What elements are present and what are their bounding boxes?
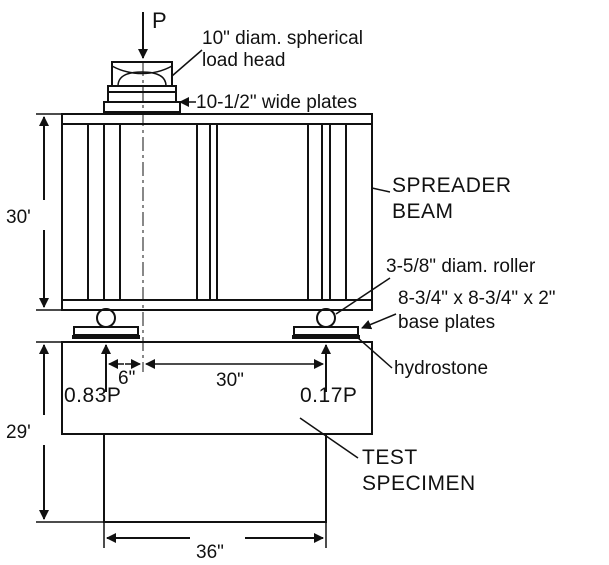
specimen-height-dimension (36, 341, 104, 523)
offset-label: 6" (118, 368, 135, 389)
load-head-leader (171, 49, 203, 77)
base-plates-label-line2: base plates (398, 312, 495, 333)
beam-leader (371, 187, 391, 193)
beam-height-dimension (36, 113, 62, 311)
roller-label: 3-5/8" diam. roller (386, 256, 536, 277)
reaction-right-label: 0.17P (300, 384, 357, 407)
load-head-label-line1: 10" diam. spherical (202, 28, 363, 49)
beam-label-line2: BEAM (392, 200, 454, 223)
spherical-load-head (107, 61, 177, 93)
specimen-width-dimension (103, 522, 327, 548)
beam-label-line1: SPREADER (392, 174, 512, 197)
hydrostone-label: hydrostone (394, 358, 488, 379)
specimen-label-line2: SPECIMEN (362, 472, 476, 495)
reaction-left-label: 0.83P (64, 384, 121, 407)
base-plates-leader (361, 313, 397, 330)
specimen-width-label: 36" (196, 542, 224, 563)
load-label: P (152, 8, 167, 33)
wide-plates-label: 10-1/2" wide plates (196, 92, 357, 113)
load-head-label-line2: load head (202, 50, 285, 71)
base-plates-label-line1: 8-3/4" x 8-3/4" x 2" (398, 288, 556, 309)
right-support (292, 308, 360, 339)
span-label: 30" (216, 370, 244, 391)
spreader-beam (61, 113, 373, 311)
specimen-leader (299, 417, 359, 459)
beam-height-label: 30' (6, 207, 31, 228)
roller-leader (335, 277, 391, 315)
left-support (72, 308, 140, 339)
wide-plates (103, 91, 181, 113)
specimen-label-line1: TEST (362, 446, 418, 469)
specimen-height-label: 29' (6, 422, 31, 443)
test-specimen (61, 341, 373, 523)
